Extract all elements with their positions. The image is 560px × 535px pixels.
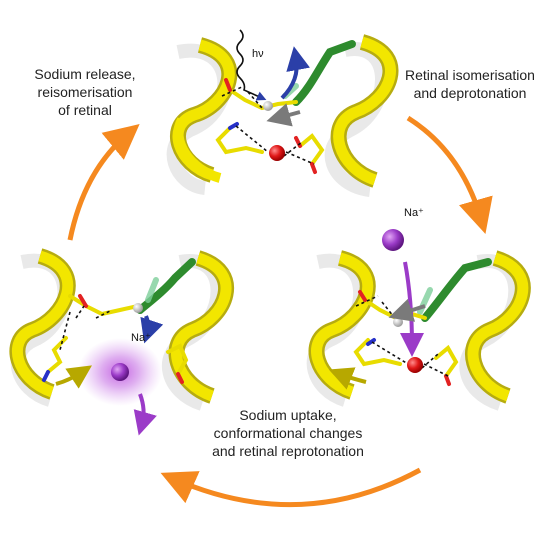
blue-arrow-left xyxy=(140,315,164,344)
green-segment xyxy=(292,40,356,106)
label-sodium-ion-right: Na⁺ xyxy=(404,207,424,219)
sodium-ion-left xyxy=(111,363,129,381)
blue-arrow-top xyxy=(280,46,310,100)
grey-arrow-right xyxy=(388,298,426,322)
purple-arrow-left xyxy=(133,393,157,436)
label-sodium-ion-left: Na⁺ xyxy=(131,332,151,344)
label-sodium-release-line-3: of retinal xyxy=(58,102,112,118)
label-sodium-uptake-line-2: conformational changes xyxy=(213,425,363,441)
label-sodium-release-line-1: Sodium release, xyxy=(34,66,136,82)
sodium-ion-right xyxy=(382,229,404,251)
cycle-arrow-bottom xyxy=(160,467,422,508)
label-sodium-release-line-2: reisomerisation xyxy=(37,84,133,100)
label-retinal-isomerisation: Retinal isomerisation and deprotonation xyxy=(385,66,555,102)
label-sodium-uptake-line-3: and retinal reprotonation xyxy=(212,443,364,459)
oxygen-sphere-right xyxy=(407,357,423,373)
olive-arrow-right xyxy=(328,367,367,390)
label-retinal-isomerisation-line-1: Retinal isomerisation xyxy=(405,67,535,83)
oxygen-sphere xyxy=(269,145,285,161)
label-sodium-uptake: Sodium uptake, conformational changes an… xyxy=(168,406,408,460)
structure-panel-top xyxy=(166,29,399,197)
grey-arrow-top xyxy=(266,103,301,127)
structure-panel-right xyxy=(306,229,531,411)
label-retinal-isomerisation-line-2: and deprotonation xyxy=(413,85,527,101)
label-sodium-release: Sodium release, reisomerisation of retin… xyxy=(10,65,160,119)
light-arrow xyxy=(236,29,267,101)
cycle-arrow-left xyxy=(67,124,140,241)
structure-panel-left xyxy=(9,248,235,436)
cycle-arrow-top-right xyxy=(406,115,493,235)
olive-arrow-left xyxy=(55,365,92,389)
label-sodium-uptake-line-1: Sodium uptake, xyxy=(239,407,337,423)
cycle-arrows xyxy=(67,115,493,508)
label-light-hv: hν xyxy=(252,48,264,60)
purple-arrow-right xyxy=(399,261,424,357)
